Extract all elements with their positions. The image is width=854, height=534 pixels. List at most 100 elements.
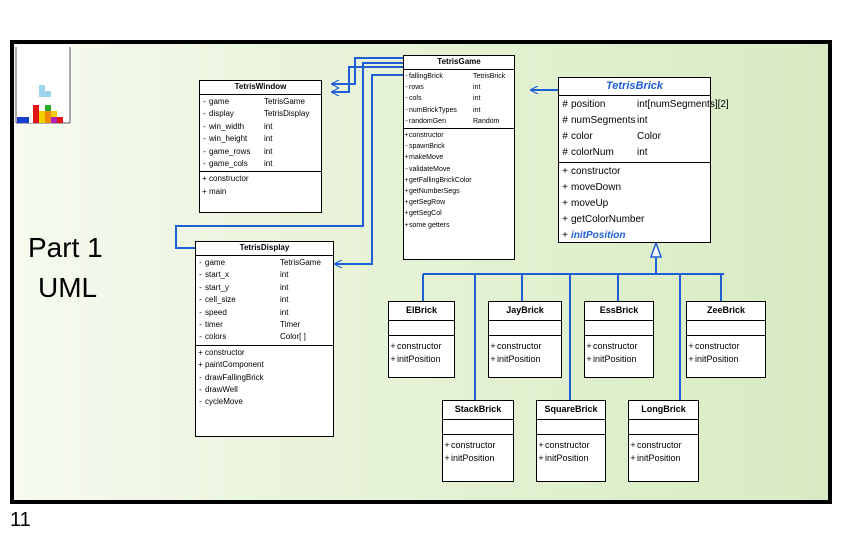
visibility-marker: - [203, 146, 206, 156]
visibility-marker: - [203, 134, 206, 144]
method-row: +constructor [443, 439, 513, 452]
visibility-marker: - [203, 121, 206, 131]
class-name: LongBrick [629, 401, 698, 420]
visibility-marker: - [199, 320, 202, 330]
field-name: cell_size [205, 295, 236, 305]
method-row: +main [200, 186, 321, 198]
visibility-marker: + [586, 354, 592, 364]
visibility-marker: + [562, 166, 568, 177]
field-type: TetrisDisplay [264, 109, 310, 119]
field-name: game [209, 97, 230, 106]
method-name: makeMove [409, 154, 444, 162]
visibility-marker: + [444, 440, 450, 450]
visibility-marker: + [390, 341, 396, 351]
visibility-marker: + [586, 341, 592, 351]
visibility-marker: + [198, 360, 203, 370]
field-type: int [280, 307, 289, 317]
visibility-marker: # [562, 99, 568, 110]
field-name: game [205, 258, 226, 267]
methods: +constructor+main [200, 172, 321, 199]
fields [389, 321, 454, 336]
method-name: constructor [397, 341, 442, 351]
method-row: +constructor [489, 340, 561, 353]
visibility-marker: - [405, 84, 408, 92]
visibility-marker: + [404, 132, 409, 140]
field-type: Color [637, 131, 661, 142]
field-name: win_height [209, 134, 248, 144]
class-jay-brick: JayBrick +constructor+initPosition [488, 301, 562, 378]
field-name: win_width [209, 121, 245, 131]
method-row: +constructor [629, 439, 698, 452]
field-type: int [473, 95, 481, 103]
method-name: constructor [209, 174, 249, 184]
method-name: initPosition [571, 230, 626, 241]
method-row: +initPosition [559, 228, 710, 244]
fields [443, 420, 513, 435]
class-name: StackBrick [443, 401, 513, 420]
visibility-marker: - [199, 295, 202, 305]
fields [585, 321, 653, 336]
visibility-marker: + [562, 214, 568, 225]
field-type: Color[ ] [280, 332, 306, 342]
fields [629, 420, 698, 435]
method-name: initPosition [497, 354, 541, 364]
field-type: TetrisGame [264, 97, 305, 106]
visibility-marker: - [199, 372, 202, 382]
field-type: int [264, 159, 273, 169]
method-name: constructor [451, 440, 496, 450]
field-type: Random [473, 117, 500, 125]
method-name: constructor [497, 341, 542, 351]
class-name: JayBrick [489, 302, 561, 321]
field-name: numBrickTypes [409, 106, 457, 114]
method-name: getFallingBrickColor [409, 176, 472, 184]
class-name: ElBrick [389, 302, 454, 321]
visibility-marker: + [390, 354, 396, 364]
method-name: initPosition [695, 354, 739, 364]
visibility-marker: + [490, 354, 496, 364]
method-name: getColorNumber [571, 214, 645, 225]
method-name: getNumberSegs [409, 188, 460, 196]
class-el-brick: ElBrick +constructor +initPosition [388, 301, 455, 378]
method-name: initPosition [593, 354, 637, 364]
visibility-marker: - [405, 143, 408, 151]
method-row: +initPosition [443, 452, 513, 465]
visibility-marker: - [199, 258, 202, 267]
visibility-marker: - [199, 270, 202, 280]
visibility-marker: + [688, 354, 694, 364]
field-name: start_y [205, 282, 230, 292]
field-name: numSegments [571, 115, 636, 126]
window-to-game-line [332, 57, 403, 84]
method-name: initPosition [545, 453, 589, 463]
class-name: EssBrick [585, 302, 653, 321]
class-ess-brick: EssBrick+constructor+initPosition [584, 301, 654, 378]
visibility-marker: + [404, 188, 409, 196]
fields [489, 321, 561, 336]
method-row: +constructor [404, 130, 514, 141]
method-row: +initPosition [389, 353, 454, 366]
tetris-well-icon [15, 45, 71, 125]
methods: +constructor+initPosition [629, 435, 698, 466]
visibility-marker: + [562, 182, 568, 193]
method-name: spawnBrick [409, 143, 445, 151]
field-name: rows [409, 84, 424, 92]
page-number: 11 [10, 509, 31, 531]
field-type: int [264, 146, 273, 156]
visibility-marker: - [203, 159, 206, 169]
fields [537, 420, 605, 435]
visibility-marker: - [199, 307, 202, 317]
method-name: getSegCol [409, 210, 442, 218]
visibility-marker: + [404, 199, 409, 207]
class-name: ZeeBrick [687, 302, 765, 321]
